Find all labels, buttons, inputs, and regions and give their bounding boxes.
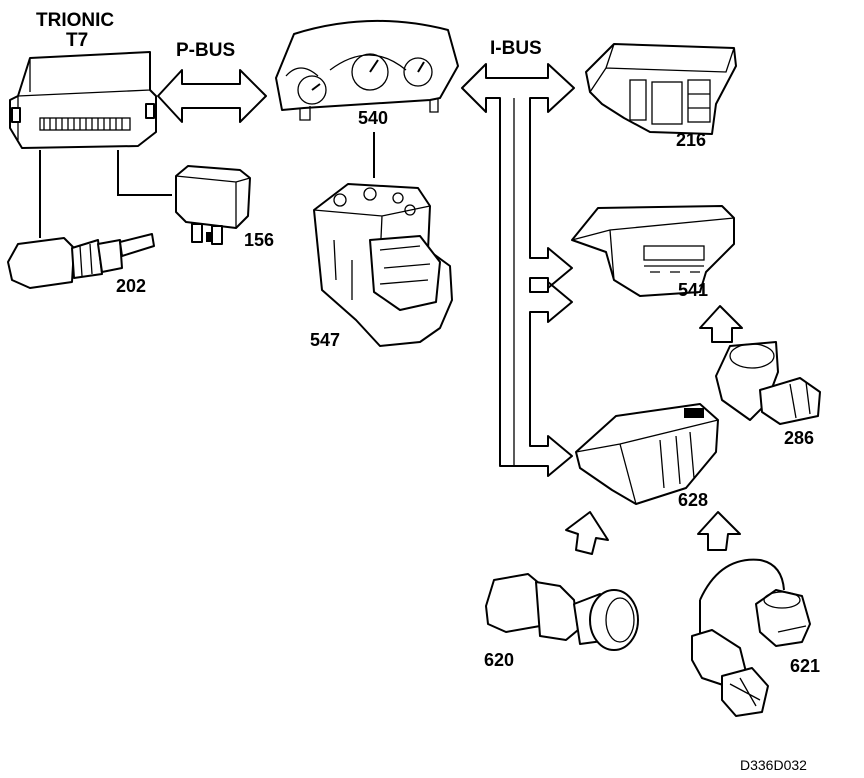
label-156: 156 <box>244 230 274 250</box>
info-display-541 <box>571 205 735 297</box>
i-bus-arrows <box>461 63 575 477</box>
ecu-to-156-wire <box>117 150 172 196</box>
switch-620 <box>485 573 639 651</box>
climate-panel-216 <box>585 43 737 135</box>
arrow-286-to-541 <box>699 305 743 343</box>
label-620: 620 <box>484 650 514 670</box>
temp-sensor-202 <box>7 233 155 289</box>
ecu-title-line1: TRIONIC <box>36 10 114 31</box>
label-286: 286 <box>784 428 814 448</box>
abs-unit-547 <box>313 183 453 347</box>
label-216: 216 <box>676 130 706 150</box>
label-540: 540 <box>358 108 388 128</box>
label-628: 628 <box>678 490 708 510</box>
relay-156 <box>175 165 251 245</box>
i-bus-label: I-BUS <box>490 38 542 59</box>
trionic-t7-ecu <box>9 51 157 149</box>
arrow-621-to-628 <box>697 511 741 551</box>
label-547: 547 <box>310 330 340 350</box>
p-bus-label: P-BUS <box>176 40 235 61</box>
p-bus-arrow <box>157 69 267 123</box>
instrument-cluster-540 <box>275 19 459 121</box>
label-621: 621 <box>790 656 820 676</box>
sensor-621 <box>691 558 811 717</box>
label-202: 202 <box>116 276 146 296</box>
label-541: 541 <box>678 280 708 300</box>
switch-286 <box>715 341 821 425</box>
drawing-code: D336D032 <box>740 757 807 773</box>
ecu-title-line2: T7 <box>66 30 88 51</box>
control-module-628 <box>575 403 719 505</box>
arrow-620-to-628 <box>565 511 609 555</box>
